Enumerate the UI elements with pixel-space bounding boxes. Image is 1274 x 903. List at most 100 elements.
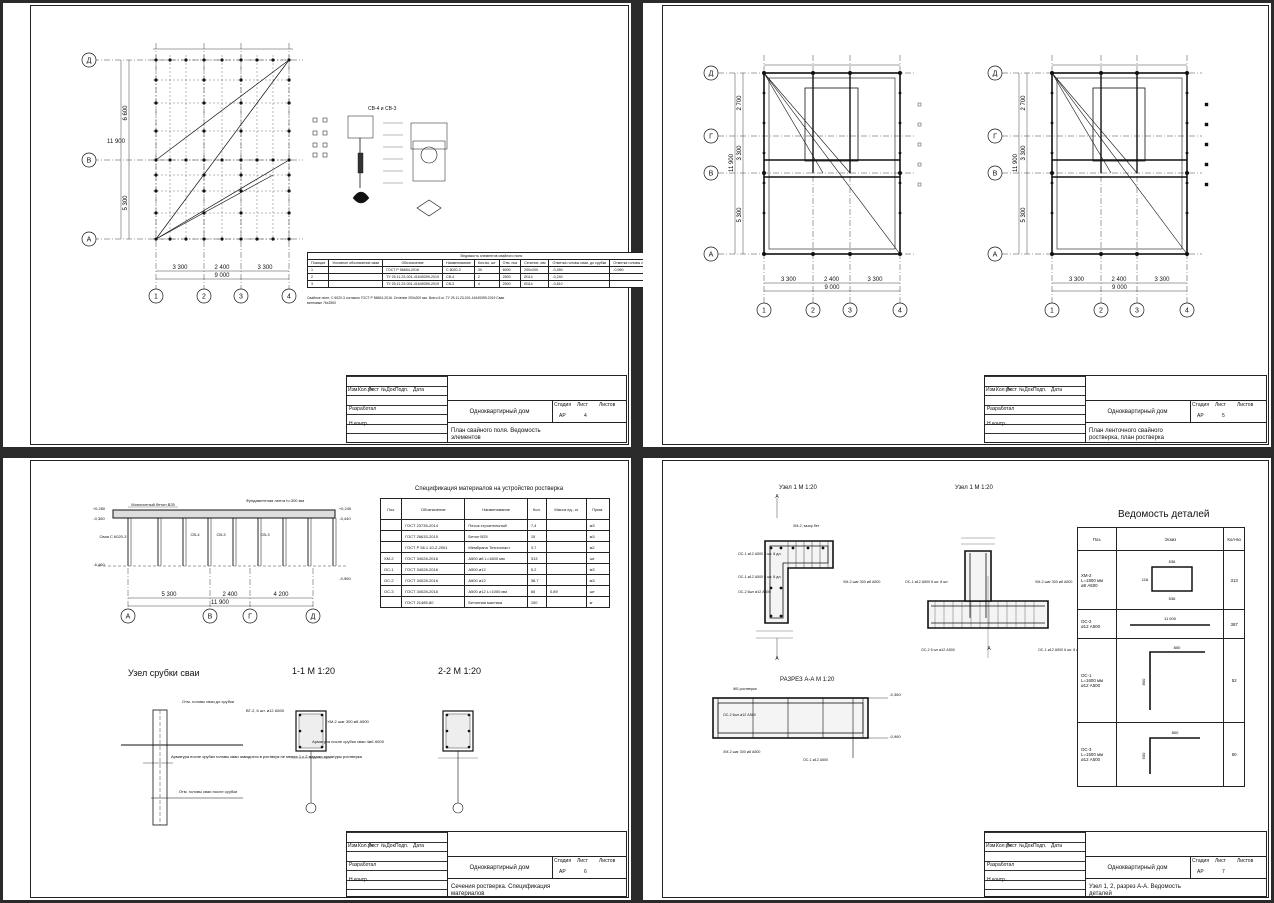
pile-mark [467,713,471,717]
axis-bubble [892,302,908,318]
table-cell [379,530,403,542]
dimension-value: 4 200 [273,592,289,598]
table-cell: Ø114 [520,273,550,281]
title-block-header: Дата [413,843,425,849]
pile-mark [898,121,902,125]
table-cell: 4 [473,280,500,288]
elevation-mark: -0,360 [889,692,901,697]
sheet-description: Узел 1, 2, разрез А-А. Ведомость деталей [1089,884,1181,897]
pile-mark [287,173,291,177]
sheet-frame [662,460,1269,898]
raft-inner [768,77,896,250]
brace-line [763,72,901,255]
sketch-dim: 536 [1169,596,1176,601]
axis-label: 1 [762,308,766,315]
pile-mark [762,151,766,155]
axis-label: Г [993,134,997,141]
pile-mark [848,252,852,256]
pile-mark [271,237,275,241]
screw-pile-mark [917,102,922,107]
title-block-rule [985,414,1085,415]
title-block-divider [1085,832,1086,896]
pile-mark [1050,181,1054,185]
callout-text: ВГ-2, 6 шт. ø12 А500 [246,708,285,713]
pile-mark [154,129,158,133]
dimension-value: 2 700 [1021,95,1027,111]
axis-bubble [987,246,1003,262]
pile-mark [762,252,766,256]
axis-bubble [987,65,1003,81]
pile-mark [811,71,815,75]
elevation-mark: -0,960 [889,734,901,739]
title-block-header: №Док [1019,843,1033,849]
pile-mark [239,158,243,162]
title-block-rule [1085,878,1266,879]
elevation-mark: +0,260 [93,506,106,511]
pile-mark [898,181,902,185]
pile-mark [1050,252,1054,256]
table-cell: -0,450 [548,266,611,274]
sketch-svg: 11 000 [1130,616,1211,626]
dimension-value: 9 000 [1112,285,1128,291]
brace-line [1051,72,1138,174]
callout-text: СВ-3 [216,532,226,537]
table-cell: ТУ 25.11.23-001-41649399-2019 [382,273,443,281]
cut-label: А [775,656,779,662]
table-cell [545,541,587,553]
sheet-description: План свайного поля. Ведомость элементов [451,428,541,441]
pile-mark [168,158,172,162]
table-cell: м2 [585,541,611,553]
title-block-rule [347,433,447,434]
sheet-frame [30,460,629,898]
cut-label: А [775,494,779,500]
title-block-role: Разработал [987,406,1015,412]
table-header: Поз. [1076,527,1118,551]
axis-label: 3 [239,294,243,301]
dimension-value: 11 900 [211,600,230,606]
table-cell: 0.89 [545,585,587,597]
pile-mark [168,58,172,62]
dimension-value: 5 300 [123,195,129,211]
axis-label: 2 [202,294,206,301]
callout-text: СВ-3 [260,532,270,537]
pile-mark [762,181,766,185]
pile-mark [762,91,766,95]
project-name: Одноквартирный дом [1107,865,1168,871]
pile-mark [154,78,158,82]
pile-mark [202,78,206,82]
table-cell: А500 ø8 L=1800 мм [464,552,528,564]
pile-mark [184,58,188,62]
table-cell: ГОСТ Р 56.1.10-2-2001 [401,541,466,553]
table-cell: А500 ø12 [464,574,528,586]
table-cell: 7,4 [526,519,547,531]
table-cell: 2500 [498,280,522,288]
table-header: Кол-во [1223,527,1245,551]
sketch-dim: 800 [1174,645,1181,650]
table-cell: м3 [585,519,611,531]
table-cell: Мембрана Техноэласт [464,541,528,553]
table-cell: 2500 [498,273,522,281]
table-cell: 6000 [498,266,522,274]
pile-mark [320,729,324,733]
axis-label: Д [993,71,998,78]
pile-mark [184,158,188,162]
rebar-label: ОС-1 ø12 А500 6 шт. 8 шт. [905,580,948,584]
part-sketch: 11 000 [1116,609,1225,639]
dimension-value: 9 000 [824,285,840,291]
screw-pile-blade [352,191,370,204]
rebar-label: ОС-1 ø12 А500 6 шт. 8 дл. [738,575,781,579]
title-block-header: Изм. [348,843,359,849]
table-cell: 2 [473,273,500,281]
axis-bubble [703,65,719,81]
pile-mark [255,158,259,162]
screw-pile-mark [1204,182,1209,187]
dimension-value: 2 700 [737,95,743,111]
axis-label: Д [87,58,92,65]
screw-pile-mark [1204,142,1209,147]
